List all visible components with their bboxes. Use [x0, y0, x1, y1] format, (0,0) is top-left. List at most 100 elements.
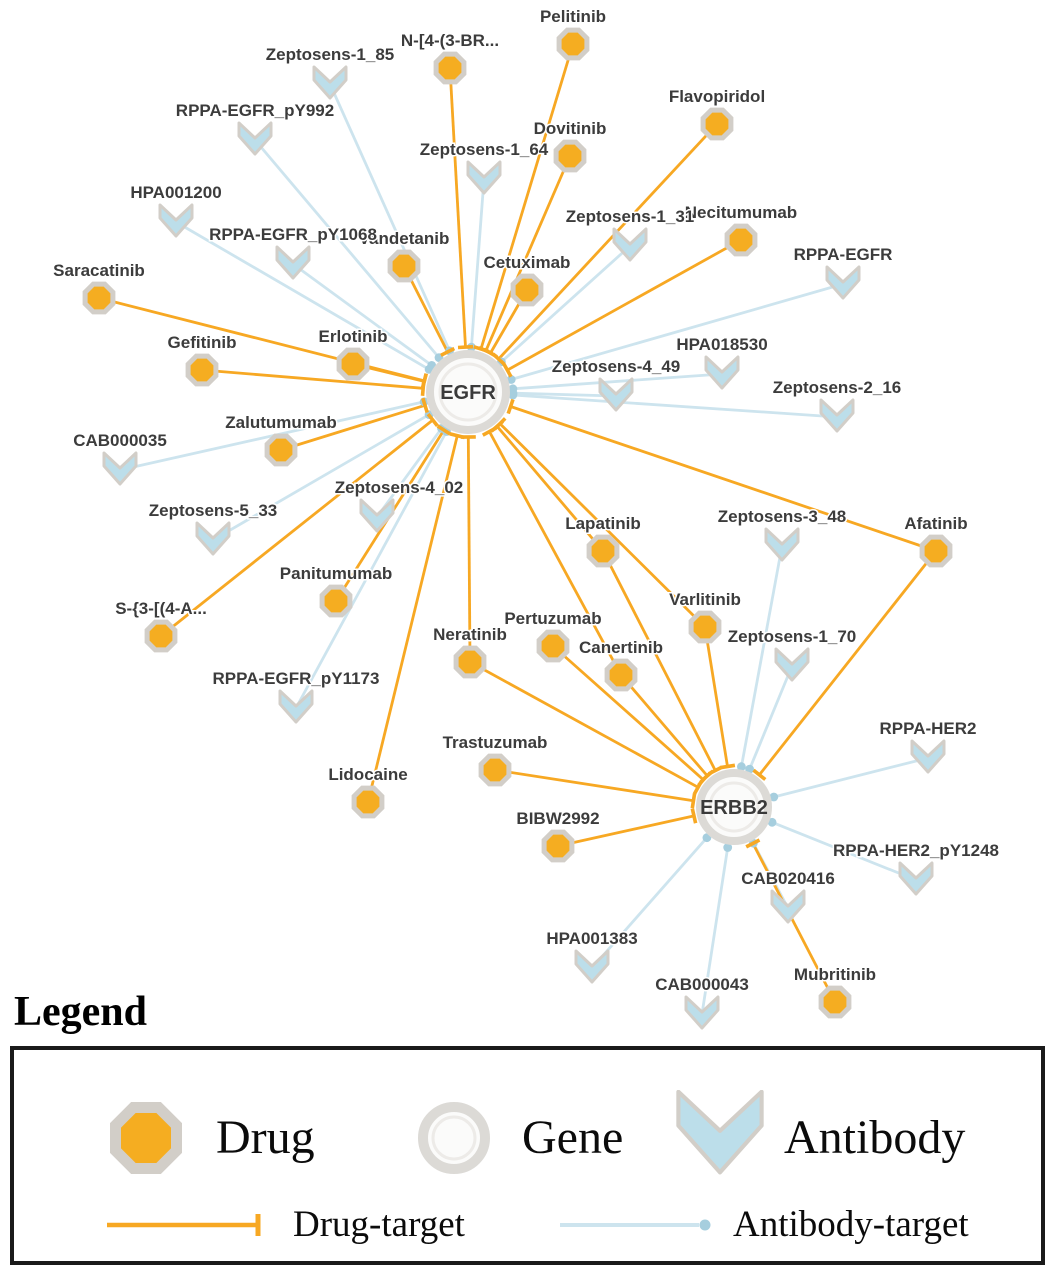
edge-afatinib-egfr: [510, 405, 937, 553]
edge-rppa-egfr-egfr: [510, 282, 844, 381]
drug-target-edge-icon: [107, 1213, 261, 1236]
node-label-zeptosens-3-48: Zeptosens-3_48: [718, 507, 847, 526]
legend-label-antibody-target: Antibody-target: [733, 1204, 969, 1245]
legend-label-antibody: Antibody: [784, 1111, 966, 1164]
node-label-zeptosens-5-33: Zeptosens-5_33: [149, 501, 278, 520]
edge-gefitinib-egfr: [201, 368, 424, 390]
node-label-s-3-4-a: S-{3-[(4-A...: [115, 599, 207, 618]
node-label-canertinib: Canertinib: [579, 638, 663, 657]
inhibition-tee-cetuximab-egfr: [483, 347, 498, 359]
gene-node-inner-egfr: [438, 362, 498, 422]
edge-zeptosens-1-64-egfr: [470, 178, 486, 348]
edge-canertinib-erbb2: [619, 674, 709, 777]
antibody-node-rppa-her2: [910, 739, 946, 774]
antibody-node-zeptosens-4-49: [598, 377, 634, 412]
edge-dovitinib-egfr: [484, 155, 572, 352]
node-label-zeptosens-2-16: Zeptosens-2_16: [773, 378, 902, 397]
node-label-necitumumab: Necitumumab: [685, 203, 797, 222]
gene-node-inner-erbb2: [708, 781, 760, 833]
antibody-node-zeptosens-1-64: [466, 160, 502, 195]
node-label-saracatinib: Saracatinib: [53, 261, 145, 280]
drug-node-vandetanib: [387, 249, 421, 283]
inhibition-tee-zalutumumab-egfr: [421, 397, 429, 414]
edge-n-4-3-br-egfr: [448, 67, 467, 348]
edge-varlitinib-egfr: [499, 422, 706, 628]
edge-zeptosens-1-70-erbb2: [748, 665, 794, 770]
node-label-gefitinib: Gefitinib: [168, 333, 237, 352]
node-label-n-4-3-br: N-[4-(3-BR...: [401, 31, 499, 50]
inhibition-tee-canertinib-egfr: [481, 426, 497, 437]
antibody-target-edge-icon: [560, 1219, 711, 1230]
drug-node-lidocaine: [351, 785, 385, 819]
drug-node-gefitinib: [185, 353, 219, 387]
node-label-cetuximab: Cetuximab: [484, 253, 571, 272]
node-label-cab020416: CAB020416: [741, 869, 835, 888]
inhibition-tee-pertuzumab-erbb2: [697, 772, 710, 787]
node-label-hpa018530: HPA018530: [676, 335, 767, 354]
drug-node-canertinib: [604, 658, 638, 692]
edge-afatinib-erbb2: [758, 550, 938, 776]
node-label-dovitinib: Dovitinib: [534, 119, 607, 138]
node-label-rppa-her2-py1248: RPPA-HER2_pY1248: [833, 841, 999, 860]
legend-item-drug-target: Drug-target: [104, 1206, 465, 1243]
edge-hpa001200-egfr: [175, 220, 430, 371]
drug-node-afatinib: [919, 534, 953, 568]
node-label-hpa001200: HPA001200: [130, 183, 221, 202]
node-label-vandetanib: Vandetanib: [359, 229, 450, 248]
node-label-zeptosens-1-31: Zeptosens-1_31: [566, 207, 695, 226]
drug-octagon-icon: [110, 1102, 182, 1174]
network-graph: EGFRERBB2PelitinibN-[4-(3-BR...Dovitinib…: [52, 6, 1000, 1030]
antibody-node-hpa001200: [158, 203, 194, 238]
legend-item-antibody-target: Antibody-target: [557, 1206, 969, 1243]
edge-hpa018530-egfr: [512, 372, 723, 391]
edge-varlitinib-erbb2: [703, 626, 729, 767]
antibody-node-rppa-egfr: [825, 265, 861, 300]
antibody-node-cab000043: [684, 995, 720, 1030]
edge-neratinib-egfr: [466, 436, 472, 663]
node-label-zeptosens-4-49: Zeptosens-4_49: [552, 357, 681, 376]
drug-node-pelitinib: [556, 27, 590, 61]
node-label-cab000043: CAB000043: [655, 975, 749, 994]
edge-flavopiridol-egfr: [497, 123, 719, 360]
antibody-node-cab000035: [102, 451, 138, 486]
edge-zeptosens-3-48-erbb2: [740, 545, 784, 767]
antibody-node-zeptosens-5-33: [195, 521, 231, 556]
node-label-erlotinib: Erlotinib: [319, 327, 388, 346]
edges-drug-layer: [98, 43, 938, 1003]
edge-dot-rppa-egfr-egfr: [506, 375, 516, 384]
inhibition-tee-erlotinib-egfr: [420, 373, 428, 390]
edge-canertinib-egfr: [488, 430, 623, 676]
gene-label-egfr: EGFR: [440, 382, 496, 404]
node-label-rppa-egfr-py1173: RPPA-EGFR_pY1173: [213, 669, 380, 688]
edge-zeptosens-1-85-egfr: [328, 83, 451, 352]
antibody-node-zeptosens-2-16: [819, 398, 855, 433]
inhibition-tee-trastuzumab-erbb2: [690, 793, 697, 809]
inhibition-tee-s-3-4-a-egfr: [426, 412, 439, 428]
node-label-mubritinib: Mubritinib: [794, 965, 876, 984]
gene-label-erbb2: ERBB2: [700, 797, 768, 819]
edge-cab000043-erbb2: [700, 847, 730, 1015]
edge-hpa001383-erbb2: [590, 836, 708, 969]
drug-node-neratinib: [453, 645, 487, 679]
drug-node-dovitinib: [553, 139, 587, 173]
edge-lapatinib-erbb2: [601, 550, 717, 772]
antibody-node-zeptosens-3-48: [764, 527, 800, 562]
inhibition-tee-afatinib-erbb2: [752, 768, 767, 781]
antibody-node-rppa-her2-py1248: [898, 861, 934, 896]
markers-layer: [419, 342, 779, 852]
drug-node-necitumumab: [724, 223, 758, 257]
node-label-pertuzumab: Pertuzumab: [504, 609, 601, 628]
legend-item-drug: Drug: [102, 1094, 315, 1182]
edge-s-3-4-a-egfr: [160, 418, 434, 638]
edge-neratinib-erbb2: [469, 660, 699, 789]
edge-zalutumumab-egfr: [280, 403, 426, 452]
edge-rppa-egfr-py1173-egfr: [294, 430, 448, 709]
drug-node-n-4-3-br: [433, 51, 467, 85]
inhibition-tee-necitumumab-egfr: [502, 362, 513, 378]
inhibition-tee-n-4-3-br-egfr: [457, 344, 474, 350]
edge-dot-zeptosens-2-16-egfr: [508, 390, 518, 400]
edge-rppa-egfr-py1068-egfr: [292, 262, 433, 367]
legend-label-drug-target: Drug-target: [293, 1204, 465, 1245]
edge-rppa-egfr-py992-egfr: [253, 139, 441, 359]
